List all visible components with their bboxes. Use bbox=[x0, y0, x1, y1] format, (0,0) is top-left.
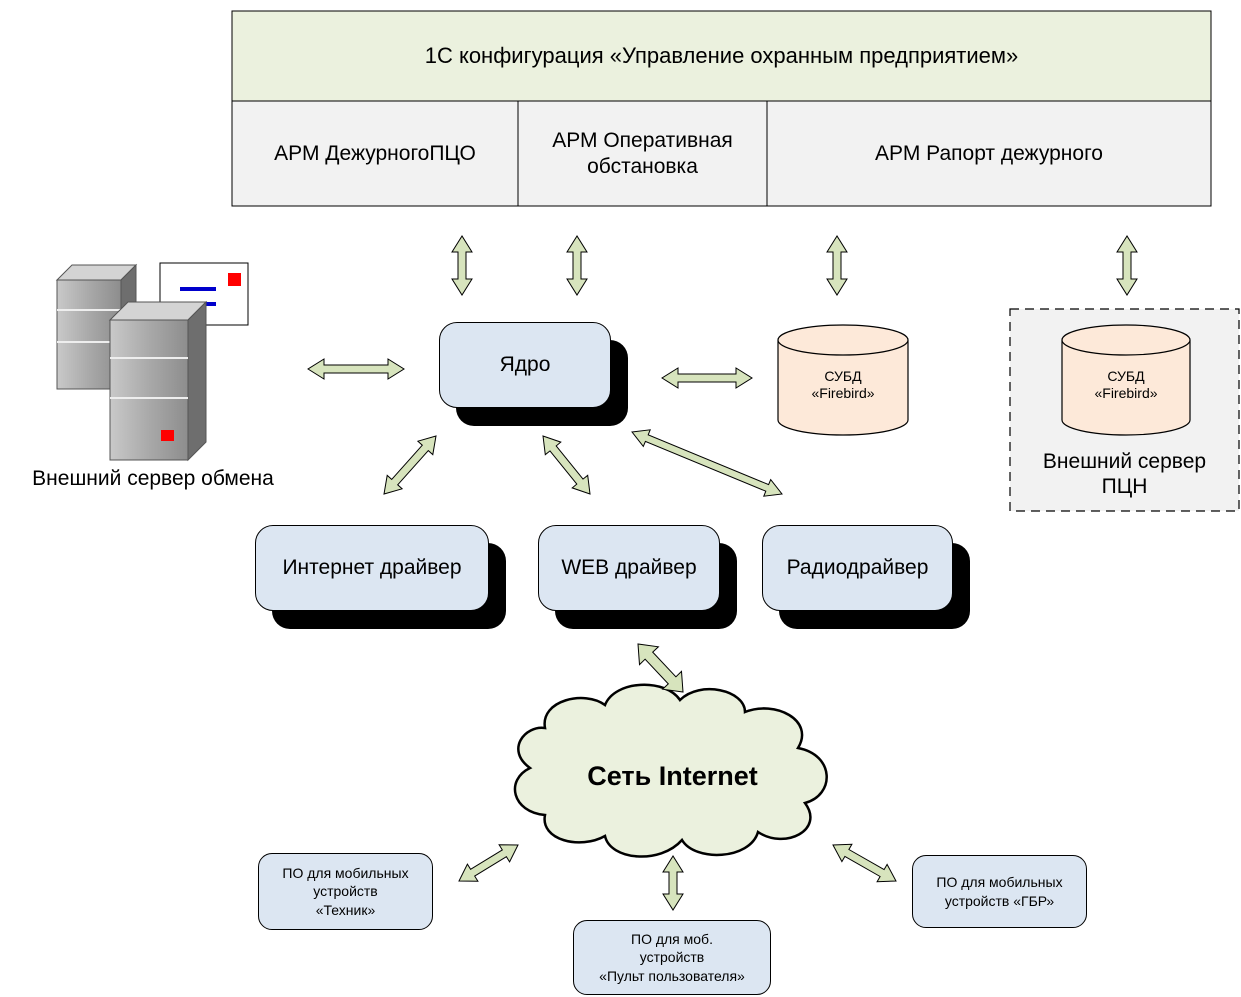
mobile-user-label: ПО для моб. устройств «Пульт пользовател… bbox=[573, 920, 771, 995]
mobile-user-line3: «Пульт пользователя» bbox=[599, 967, 745, 984]
arrow-arm-situation-core bbox=[566, 235, 588, 296]
arm-situation-label: АРМ Оперативная обстановка bbox=[518, 101, 767, 206]
arrow-core-db bbox=[661, 367, 753, 389]
external-pcn-caption-line1: Внешний сервер bbox=[1042, 449, 1207, 473]
db-firebird-external bbox=[1061, 324, 1191, 436]
mobile-gbr-node bbox=[912, 855, 1087, 928]
mobile-gbr-line2: устройств «ГБР» bbox=[944, 892, 1055, 909]
arm-duty-cell bbox=[231, 100, 519, 207]
arm-report-cell bbox=[766, 100, 1212, 207]
top-panel bbox=[231, 10, 1212, 207]
arrow-arm-report-db bbox=[826, 235, 848, 296]
arm-situation-cell bbox=[517, 100, 768, 207]
db-external-line1: СУБД bbox=[1107, 368, 1145, 385]
mobile-gbr-line1: ПО для мобильных bbox=[936, 874, 1063, 891]
db-external-line2: «Firebird» bbox=[1094, 385, 1158, 401]
arm-duty-label: АРМ ДежурногоПЦО bbox=[274, 141, 476, 165]
top-panel-title: 1С конфигурация «Управление охранным пре… bbox=[424, 42, 1019, 68]
arm-situation-line2: обстановка bbox=[587, 154, 698, 178]
radio-driver-label: Радиодрайвер bbox=[786, 556, 929, 580]
arrow-external-pcn bbox=[1116, 235, 1138, 296]
arm-report-label: АРМ Рапорт дежурного bbox=[875, 141, 1103, 165]
core-node bbox=[439, 322, 611, 408]
arrow-core-web-driver bbox=[542, 435, 591, 495]
mobile-gbr-label: ПО для мобильных устройств «ГБР» bbox=[912, 855, 1087, 928]
db-local-line1: СУБД bbox=[824, 368, 862, 385]
db-local-line2: «Firebird» bbox=[811, 385, 875, 401]
db-local-label: СУБД «Firebird» bbox=[778, 360, 908, 410]
exchange-server-caption: Внешний сервер обмена bbox=[32, 467, 274, 491]
arrow-core-radio-driver bbox=[631, 429, 783, 497]
arrow-arm-duty-core bbox=[451, 235, 473, 296]
arrow-exchange-core bbox=[307, 358, 405, 380]
mobile-user-line2: устройств bbox=[639, 949, 705, 966]
web-driver-node bbox=[538, 525, 720, 611]
db-external-label: СУБД «Firebird» bbox=[1062, 360, 1190, 410]
arrow-core-internet-driver bbox=[383, 435, 437, 495]
mobile-user-node bbox=[573, 920, 771, 995]
db-firebird-local bbox=[777, 324, 909, 436]
mobile-technician-node bbox=[258, 853, 433, 930]
arrow-cloud-technician bbox=[458, 844, 519, 882]
core-label: Ядро bbox=[499, 353, 551, 377]
mobile-technician-line1: ПО для мобильных bbox=[282, 865, 409, 882]
exchange-server-icon bbox=[55, 262, 249, 462]
external-pcn-caption: Внешний сервер ПЦН bbox=[1010, 444, 1239, 504]
arrow-cloud-user bbox=[662, 855, 684, 911]
external-pcn-caption-line2: ПЦН bbox=[1101, 475, 1148, 498]
cloud-label: Сеть Internet bbox=[587, 760, 758, 791]
arrow-cloud-gbr bbox=[832, 843, 897, 883]
mobile-user-line1: ПО для моб. bbox=[631, 931, 713, 948]
mobile-technician-label: ПО для мобильных устройств «Техник» bbox=[258, 853, 433, 930]
web-driver-label: WEB драйвер bbox=[561, 556, 697, 580]
arrow-web-cloud bbox=[637, 643, 684, 693]
mobile-technician-line2: устройств bbox=[313, 883, 378, 900]
arm-situation-line1: АРМ Оперативная bbox=[552, 129, 733, 153]
internet-driver-label: Интернет драйвер bbox=[282, 556, 462, 580]
internet-cloud bbox=[513, 683, 828, 858]
mobile-technician-line3: «Техник» bbox=[315, 901, 376, 918]
top-panel-header bbox=[231, 10, 1212, 102]
internet-driver-node bbox=[255, 525, 489, 611]
radio-driver-node bbox=[762, 525, 953, 611]
